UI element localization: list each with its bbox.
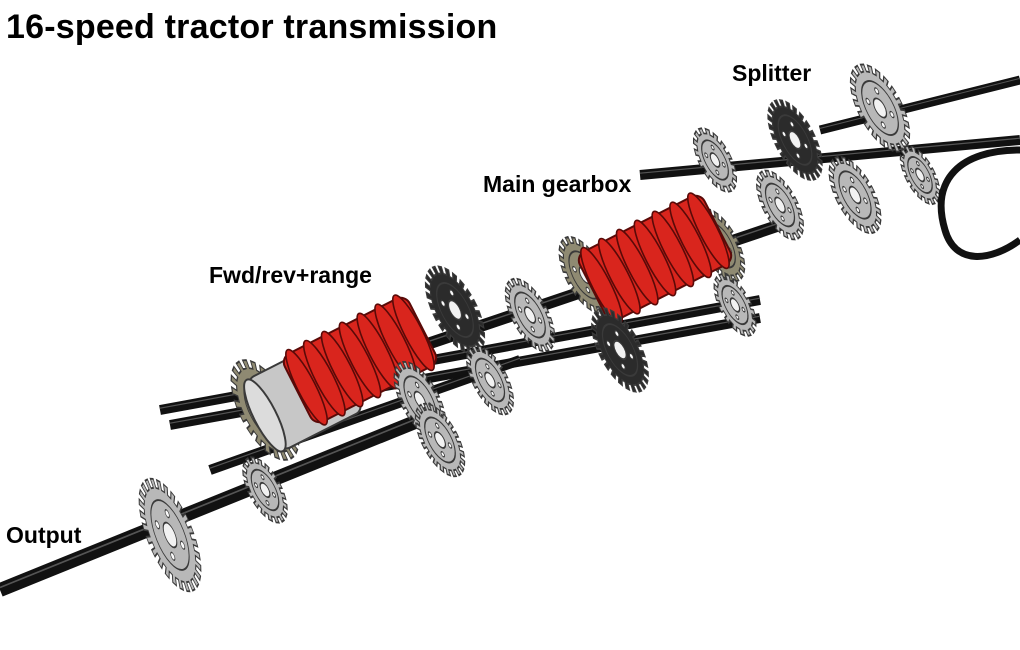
- splitter-gear-right: [899, 144, 941, 206]
- splitter-gear-small: [692, 127, 738, 193]
- main-gear-dark-lower: [591, 307, 649, 393]
- label-fwd-rev-range: Fwd/rev+range: [209, 262, 372, 288]
- fwdrev-gear-small: [242, 456, 288, 524]
- fwdrev-clutch-red: [282, 294, 438, 426]
- axle-lower-3: [208, 355, 522, 475]
- axle-top-right: [818, 75, 1020, 135]
- main-gear-small-right: [713, 273, 757, 337]
- belt-loop: [937, 146, 1020, 260]
- label-splitter: Splitter: [732, 60, 812, 86]
- axle-splitter: [639, 135, 1020, 180]
- output-gear: [138, 477, 202, 593]
- splitter-gear-mid: [755, 169, 805, 241]
- main-gear-light: [504, 277, 556, 353]
- axle-splitter-highlight: [639, 137, 1020, 174]
- main-clutch-red: [577, 192, 733, 324]
- label-output: Output: [6, 522, 82, 548]
- splitter-gear-dark: [767, 99, 823, 181]
- fwdrev-gear-dark: [424, 265, 486, 355]
- splitter-gear-large: [849, 63, 911, 153]
- label-main-gearbox: Main gearbox: [483, 171, 632, 197]
- page-title: 16-speed tractor transmission: [6, 8, 498, 46]
- axle-top-right-highlight: [819, 77, 1020, 129]
- fwdrev-gear-lower: [414, 402, 466, 478]
- fwdrev-gear-mid-2: [465, 344, 515, 416]
- axle-output: [0, 413, 423, 597]
- axle-lower-3-highlight: [209, 357, 521, 469]
- axle-output-highlight: [0, 416, 421, 589]
- splitter-gear-lower: [828, 155, 882, 235]
